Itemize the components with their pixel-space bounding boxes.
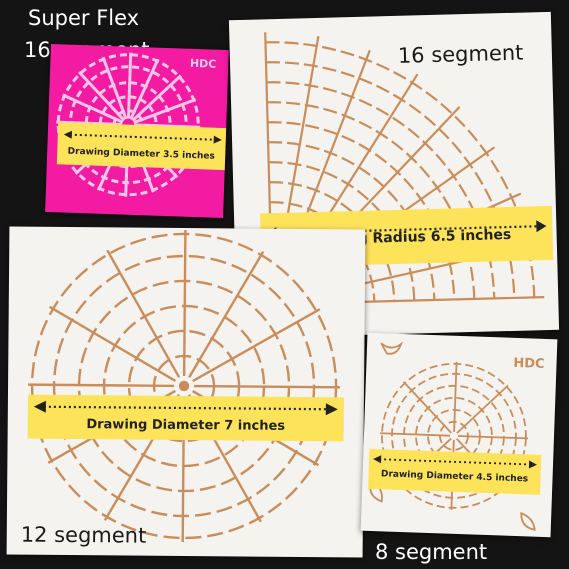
stencil-line — [178, 380, 190, 392]
stencil-line — [78, 71, 126, 122]
stencil-line — [188, 250, 265, 378]
stencil-line — [379, 432, 451, 437]
stencil-line — [129, 58, 160, 120]
stencil-line — [62, 93, 124, 124]
double-arrow-icon — [373, 455, 538, 469]
small-stencil-card: HDC Drawing Diameter 4.5 inches — [360, 332, 558, 538]
stencil-line — [49, 305, 177, 382]
small-banner: Drawing Diameter 4.5 inches — [368, 448, 542, 495]
pink-stencil-card: HDC Drawing Diameter 3.5 inches — [45, 43, 229, 219]
stencil-line — [402, 381, 452, 434]
stencil-line — [456, 384, 509, 434]
stencil-line — [28, 383, 175, 388]
stencil-line — [101, 56, 128, 120]
double-arrow-icon — [63, 130, 222, 144]
stencil-line — [131, 74, 182, 122]
stencil-line — [194, 384, 341, 389]
large-segment-caption: 12 segment — [20, 522, 147, 548]
stencil-line — [520, 511, 536, 531]
pink-banner: Drawing Diameter 3.5 inches — [56, 122, 227, 171]
small-segment-caption: 8 segment — [375, 540, 488, 564]
stencil-line — [126, 52, 133, 119]
stencil-line — [268, 161, 416, 301]
stencil-line — [453, 361, 458, 432]
stencil-line — [182, 229, 187, 376]
large-banner: Drawing Diameter 7 inches — [27, 394, 344, 442]
hdc-logo: HDC — [189, 56, 217, 71]
quarter-segment-caption: 16 segment — [397, 40, 524, 68]
stencil-line — [380, 341, 404, 355]
hdc-logo: HDC — [513, 355, 545, 372]
stencil-line — [192, 308, 321, 383]
pink-banner-text: Drawing Diameter 3.5 inches — [67, 146, 215, 162]
stencil-line — [106, 249, 181, 378]
super-flex-caption: Super Flex — [28, 6, 140, 30]
large-stencil-pattern — [28, 229, 341, 542]
stencil-line — [133, 98, 197, 124]
stencil-line — [457, 435, 528, 440]
large-stencil-card: Drawing Diameter 7 inches 12 segment — [6, 226, 366, 558]
double-arrow-icon — [33, 400, 338, 416]
large-banner-text: Drawing Diameter 7 inches — [86, 417, 286, 434]
